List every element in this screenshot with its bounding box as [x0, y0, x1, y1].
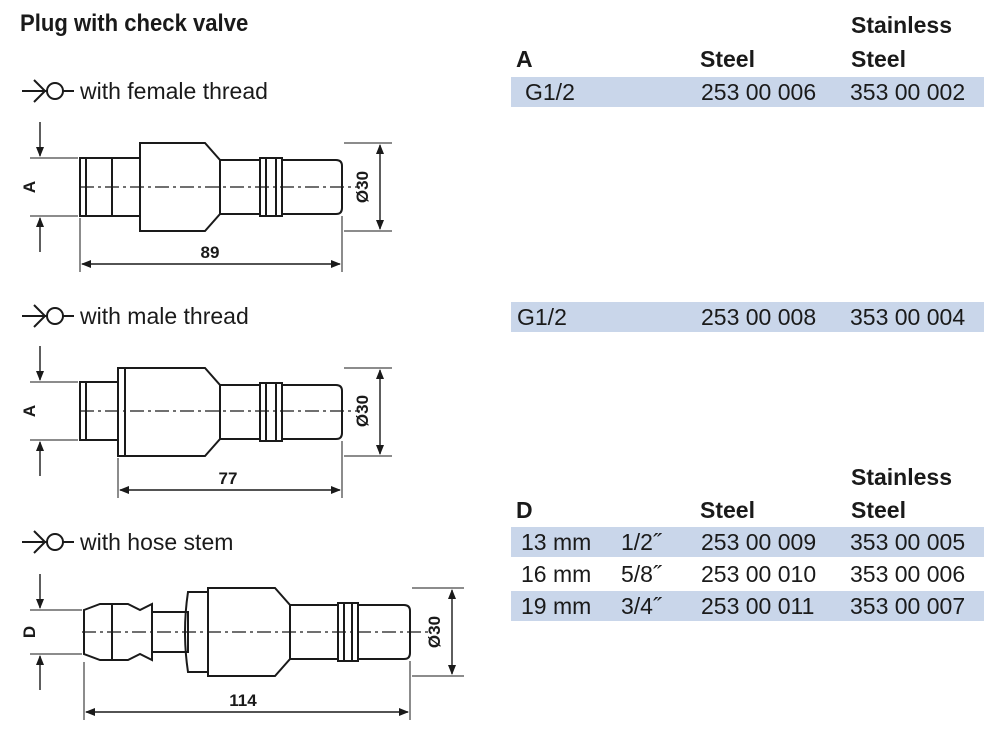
- column-header-steel: Steel: [700, 46, 755, 72]
- drawing-male-thread: [30, 346, 392, 498]
- column-header-stainless-steel: Steel: [851, 46, 906, 72]
- column-header-stainless: Stainless: [851, 464, 952, 490]
- table-row: 19 mm 3/4˝ 253 00 011 353 00 007: [511, 591, 984, 621]
- stainless-part-number: 353 00 002: [850, 79, 966, 105]
- steel-part-number: 253 00 011: [701, 593, 815, 619]
- table-row: G1/2 253 00 008 353 00 004: [511, 302, 984, 332]
- steel-part-number: 253 00 008: [701, 304, 817, 330]
- check-valve-icon: [22, 79, 74, 103]
- dimension-thread: A: [20, 405, 39, 417]
- column-header-stainless: Stainless: [851, 12, 952, 38]
- stainless-part-number: 353 00 006: [850, 561, 966, 587]
- drawing-female-thread: [30, 122, 392, 272]
- variant-label: with male thread: [80, 302, 249, 329]
- column-header-d: D: [516, 497, 533, 523]
- stainless-part-number: 353 00 004: [850, 304, 966, 330]
- check-valve-icon: [22, 530, 74, 554]
- steel-part-number: 253 00 010: [701, 561, 817, 587]
- dimension-length: 89: [201, 243, 220, 262]
- size-cell: G1/2: [517, 304, 567, 330]
- column-header-a: A: [516, 46, 533, 72]
- table-row: G1/2 253 00 006 353 00 002: [511, 77, 984, 107]
- dimension-length: 114: [229, 691, 257, 710]
- hose-size-mm: 13 mm: [521, 529, 592, 555]
- dimension-diameter: Ø30: [353, 395, 372, 427]
- drawing-hose-stem: [30, 574, 464, 720]
- variant-male-thread: with male thread: [22, 302, 249, 330]
- column-header-steel: Steel: [700, 497, 755, 523]
- hose-size-inch: 3/4˝: [621, 593, 661, 619]
- dimension-diameter: Ø30: [353, 171, 372, 203]
- stainless-part-number: 353 00 005: [850, 529, 966, 555]
- hose-size-mm: 16 mm: [521, 561, 592, 587]
- hose-size-inch: 5/8˝: [621, 561, 661, 587]
- stainless-part-number: 353 00 007: [850, 593, 966, 619]
- variant-hose-stem: with hose stem: [22, 528, 233, 556]
- dimension-thread: A: [20, 181, 39, 193]
- column-header-stainless-steel: Steel: [851, 497, 906, 523]
- dimension-diameter: Ø30: [425, 616, 444, 648]
- hose-size-mm: 19 mm: [521, 593, 592, 619]
- steel-part-number: 253 00 009: [701, 529, 817, 555]
- hose-size-inch: 1/2˝: [621, 529, 661, 555]
- table-row: 13 mm 1/2˝ 253 00 009 353 00 005: [511, 527, 984, 557]
- dimension-thread: D: [20, 626, 39, 638]
- dimension-length: 77: [219, 469, 238, 488]
- size-cell: G1/2: [525, 79, 575, 105]
- page-title: Plug with check valve: [20, 10, 249, 37]
- variant-female-thread: with female thread: [22, 77, 268, 105]
- check-valve-icon: [22, 304, 74, 328]
- variant-label: with hose stem: [80, 528, 234, 555]
- steel-part-number: 253 00 006: [701, 79, 817, 105]
- table-row: 16 mm 5/8˝ 253 00 010 353 00 006: [511, 559, 984, 589]
- variant-label: with female thread: [80, 77, 268, 104]
